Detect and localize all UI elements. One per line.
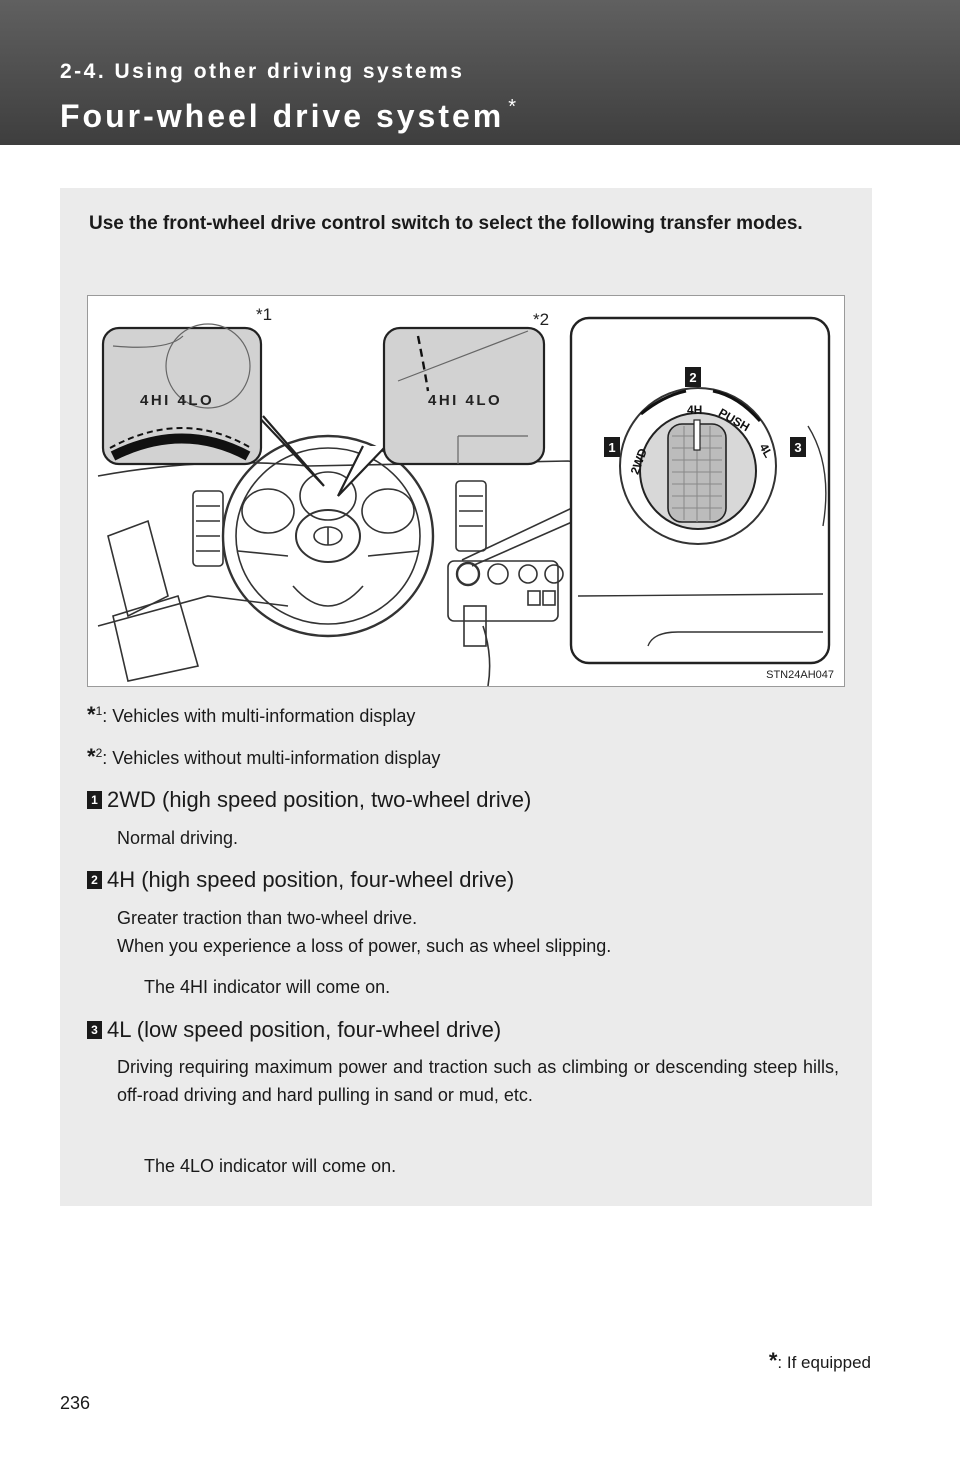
mode-1-number: 1	[87, 791, 102, 809]
if-equipped-mark: *	[508, 96, 517, 118]
page-number: 236	[60, 1393, 91, 1413]
mode-2-number: 2	[87, 871, 102, 889]
mode-2-heading: 2 4H (high speed position, four-wheel dri…	[87, 867, 514, 893]
footnote-2-text: : Vehicles without multi-information dis…	[102, 748, 441, 768]
figure-code: STN24AH047	[766, 669, 834, 681]
section-label: 2-4. Using other driving systems	[60, 60, 465, 83]
mode-3-heading: 3 4L (low speed position, four-wheel driv…	[87, 1017, 501, 1043]
footnote-1-text: : Vehicles with multi-information displa…	[102, 706, 416, 726]
illustration-svg: 4HI 4LO 4HI 4LO *1 *2	[97, 305, 834, 686]
if-equipped-footnote: *: If equipped	[769, 1348, 871, 1374]
callout-2-label: *2	[533, 310, 549, 329]
footnote-2-mark: *	[87, 744, 96, 769]
mode-2-title: 4H (high speed position, four-wheel driv…	[107, 867, 515, 892]
callout-1-label: *1	[256, 305, 272, 324]
dashboard-illustration: 4HI 4LO 4HI 4LO *1 *2	[87, 295, 845, 687]
mode-1-title: 2WD (high speed position, two-wheel driv…	[107, 787, 532, 812]
mode-1-heading: 1 2WD (high speed position, two-wheel dri…	[87, 787, 531, 813]
header-bar: 2-4. Using other driving systems Four-wh…	[0, 0, 960, 145]
mode-3-number: 3	[87, 1021, 102, 1039]
mode-2-desc-2: When you experience a loss of power, suc…	[117, 936, 612, 956]
footnote-2-sup: 2	[95, 746, 103, 760]
content-panel: Use the front-wheel drive control switch…	[60, 188, 872, 1206]
mode-3-desc: Driving requiring maximum power and trac…	[117, 1057, 839, 1105]
figure-marker-2: 2	[689, 370, 696, 385]
mode-3-title: 4L (low speed position, four-wheel drive…	[107, 1017, 502, 1042]
dial-label-4l: 4L	[757, 441, 776, 460]
page-title: Four-wheel drive system*	[60, 96, 516, 135]
mode-2-indicator: The 4HI indicator will come on.	[144, 977, 391, 997]
mode-3-indicator: The 4LO indicator will come on.	[144, 1156, 397, 1176]
footnote-2: *2: Vehicles without multi-information d…	[87, 744, 440, 770]
figure-marker-1: 1	[608, 440, 615, 455]
dial-label-4h: 4H	[687, 403, 702, 417]
display-2-text: 4HI 4LO	[428, 392, 502, 409]
display-1-text: 4HI 4LO	[140, 392, 214, 409]
footnote-1-sup: 1	[95, 704, 103, 718]
intro-text: Use the front-wheel drive control switch…	[89, 213, 803, 234]
footnote-1-mark: *	[87, 702, 96, 727]
if-equipped-footnote-mark: *	[768, 1348, 778, 1373]
page-title-text: Four-wheel drive system	[60, 98, 505, 134]
footnote-1: *1: Vehicles with multi-information disp…	[87, 702, 415, 728]
mode-2-desc-1: Greater traction than two-wheel drive.	[117, 908, 418, 928]
mode-1-desc: Normal driving.	[117, 828, 239, 848]
if-equipped-footnote-text: : If equipped	[777, 1353, 871, 1372]
figure-marker-3: 3	[794, 440, 801, 455]
